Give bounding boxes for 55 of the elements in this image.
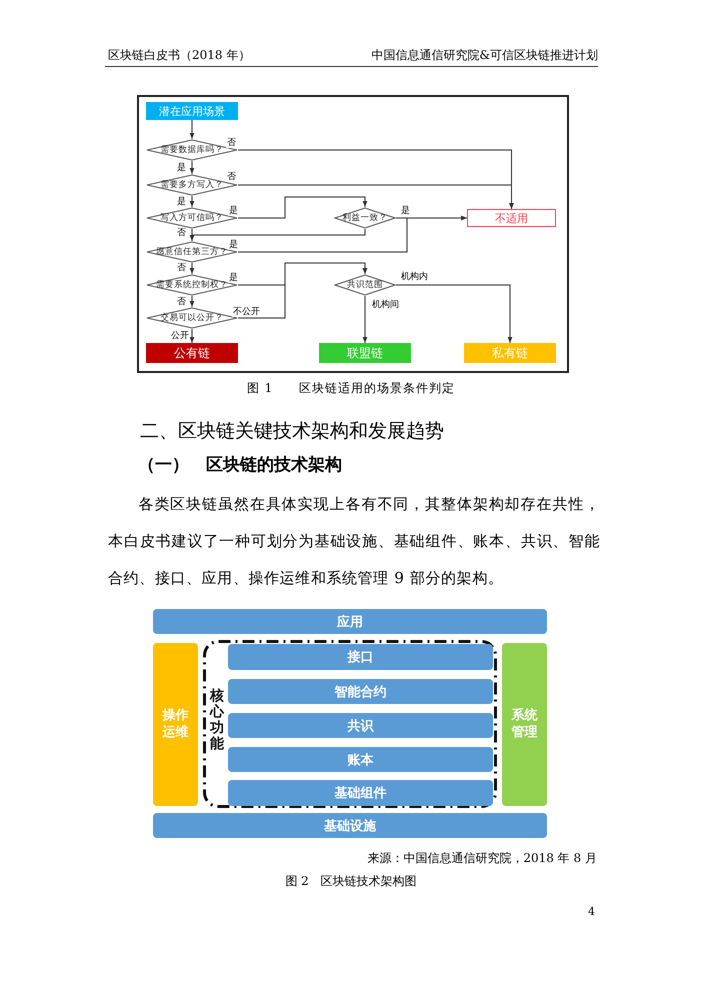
result-box: 不适用 [467, 209, 556, 227]
vertical-label: 核心功能 [209, 688, 225, 752]
layer-bar: 共识 [228, 713, 493, 738]
side-bar: 操作运维 [153, 643, 198, 806]
decision-diamond: 利益一致？ [334, 207, 396, 229]
edge-label: 机构内 [400, 272, 429, 282]
layer-bar: 接口 [228, 644, 493, 670]
result-box: 公有链 [146, 343, 238, 363]
start-box: 潜在应用场景 [146, 102, 238, 120]
core-function-outline [203, 640, 497, 808]
layer-bar: 基础设施 [153, 813, 547, 838]
edge-label: 否 [176, 263, 187, 273]
edge-label: 是 [176, 163, 187, 173]
layer-bar: 基础组件 [228, 780, 493, 806]
running-header: 中国信息通信研究院&可信区块链推进计划 [371, 47, 598, 64]
body-paragraph: 各类区块链虽然在具体实现上各有不同，其整体架构却存在共性，本白皮书建议了一种可划分为基础设施、基础组件、账本、共识、智能合约、接口、应用、操作运维和系统管理 9 部分的架构。 [108, 494, 600, 589]
connector-arrow [396, 284, 512, 344]
source-note: 来源：中国信息通信研究院，2018 年 8 月 [366, 850, 597, 867]
connector-arrow [238, 216, 468, 252]
result-box: 联盟链 [319, 343, 411, 363]
decision-diamond: 共识范围 [334, 274, 396, 296]
section-heading: 二、区块链关键技术架构和发展趋势 [140, 419, 444, 444]
edge-label: 公开 [170, 331, 190, 341]
connector-arrow [190, 296, 194, 308]
edge-label: 是 [176, 197, 187, 207]
edge-label: 否 [226, 138, 237, 148]
layer-bar: 智能合约 [228, 679, 493, 704]
edge-label: 机构间 [371, 300, 400, 310]
connector-arrow [238, 262, 368, 318]
result-box: 私有链 [464, 343, 556, 363]
layer-bar: 账本 [228, 747, 493, 772]
edge-label: 是 [400, 206, 411, 216]
edge-label: 否 [226, 172, 237, 182]
edge-label: 是 [228, 273, 239, 283]
connector-arrow [190, 328, 194, 344]
connector-arrow [190, 120, 194, 140]
figure-caption: 图 2 区块链技术架构图 [284, 873, 418, 890]
connector-arrow [362, 296, 368, 344]
connector-arrow [238, 196, 368, 218]
layer-bar: 应用 [153, 609, 547, 634]
edge-label: 不公开 [232, 307, 261, 317]
figure-caption: 图 1 区块链适用的场景条件判定 [246, 380, 456, 397]
edge-label: 否 [176, 228, 187, 238]
side-bar: 系统管理 [502, 643, 547, 806]
page-number: 4 [588, 905, 595, 918]
edge-label: 是 [228, 206, 239, 216]
running-header: 区块链白皮书（2018 年） [108, 47, 250, 64]
connector-arrow [190, 262, 194, 274]
subsection-heading: （一） 区块链的技术架构 [138, 454, 342, 476]
connector-arrow [190, 160, 194, 174]
connector-arrow [190, 228, 366, 242]
edge-label: 否 [176, 297, 187, 307]
connector-arrow [238, 184, 514, 210]
connector-arrow [190, 196, 194, 208]
edge-label: 是 [228, 240, 239, 250]
